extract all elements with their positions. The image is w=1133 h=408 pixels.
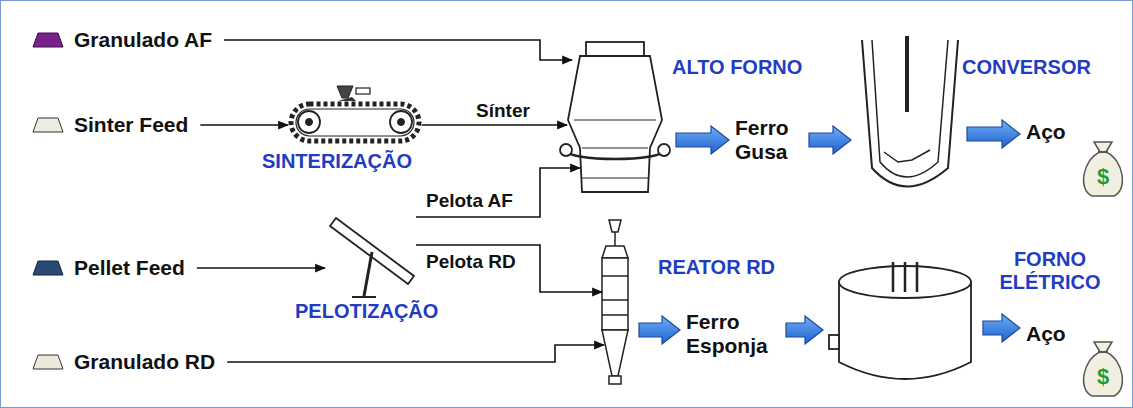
stage-heading: CONVERSOR [962, 56, 1091, 79]
feed-connector [416, 168, 580, 217]
money-bag-tie [1098, 351, 1108, 353]
flow-arrow [639, 316, 680, 344]
product-label: Aço [1024, 320, 1068, 348]
product-label: Ferro Esponja [684, 308, 780, 360]
stage-heading: ALTO FORNO [672, 56, 802, 79]
reactor-node: REATOR RD [595, 218, 633, 388]
node-text: Granulado AF [74, 28, 212, 52]
node-text: Granulado RD [74, 350, 215, 374]
currency-symbol: $ [1097, 166, 1109, 188]
ore-swatch [33, 33, 63, 47]
pelletizing-node: PELOTIZAÇÃO [325, 216, 416, 300]
money-bag-tie [1098, 151, 1108, 153]
ore-swatch [33, 261, 63, 275]
ore-swatch [33, 118, 63, 132]
sinter-machine [291, 86, 419, 141]
material-label: Sinter Feed [72, 111, 190, 139]
feed-connector [224, 40, 572, 60]
flow-label: Sínter [474, 100, 532, 122]
product-label: Ferro Gusa [733, 114, 803, 166]
electric-furnace [829, 262, 971, 379]
feed-connector [422, 124, 567, 126]
node-text: Aço [1026, 322, 1066, 346]
product-label: Aço [1024, 118, 1068, 146]
flow-arrow [676, 126, 729, 154]
feed-connector [197, 267, 325, 269]
blast-furnace [560, 42, 670, 192]
feed-connector [416, 245, 602, 292]
converter [862, 36, 958, 187]
stage-heading: REATOR RD [658, 256, 775, 279]
flow-arrow [967, 120, 1020, 148]
currency-symbol: $ [1097, 366, 1109, 388]
feed-connector [200, 124, 288, 126]
flow-arrow [786, 316, 823, 344]
pelletizing-disc [330, 218, 414, 297]
sinter-plant: SINTERIZAÇÃO [288, 84, 422, 144]
blast-furnace-node: ALTO FORNO [560, 40, 670, 198]
material-label: Granulado RD [72, 348, 217, 376]
flow-label: Pelota RD [424, 251, 518, 273]
money-bag [1084, 142, 1123, 196]
electric-furnace-node: FORNO ELÉTRICO [827, 258, 977, 388]
stage-heading: SINTERIZAÇÃO [262, 150, 412, 173]
node-text: Sinter Feed [74, 113, 188, 137]
money-bag [1084, 342, 1123, 396]
node-text: Aço [1026, 120, 1066, 144]
material-label: Pellet Feed [72, 254, 187, 282]
flow-arrow [809, 126, 851, 154]
node-text: Pellet Feed [74, 256, 185, 280]
flow-arrow [983, 314, 1020, 342]
node-text: Ferro Esponja [686, 310, 778, 358]
flow-label: Pelota AF [424, 190, 515, 212]
feed-connector [227, 345, 604, 362]
material-label: Granulado AF [72, 26, 214, 54]
dr-reactor [602, 220, 628, 384]
ore-swatch [33, 355, 63, 369]
stage-heading: FORNO ELÉTRICO [983, 248, 1117, 294]
converter-node: CONVERSOR [855, 36, 961, 198]
node-text: Ferro Gusa [735, 116, 801, 164]
stage-heading: PELOTIZAÇÃO [295, 300, 438, 323]
